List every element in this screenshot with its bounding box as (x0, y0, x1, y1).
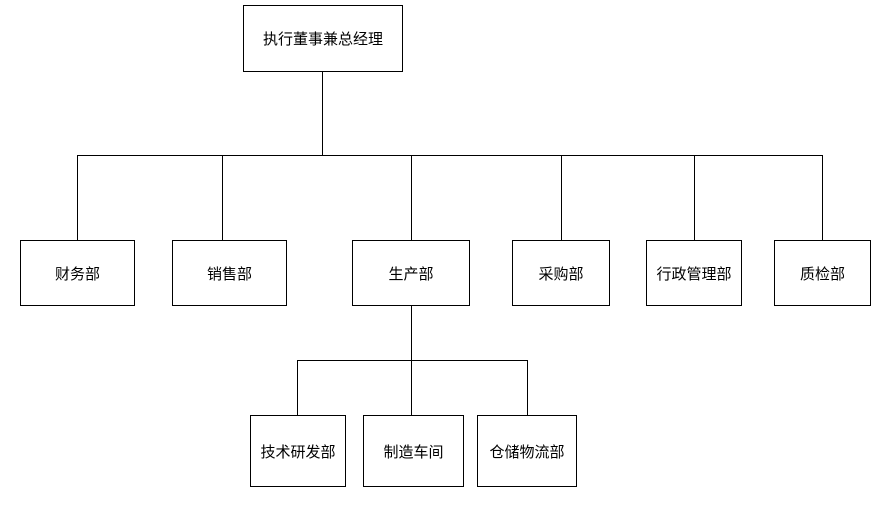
org-node-logistics-label: 仓储物流部 (489, 442, 565, 461)
org-node-quality: 质检部 (774, 240, 871, 306)
connector-drop-finance (77, 155, 78, 240)
org-node-admin-label: 行政管理部 (656, 264, 732, 283)
org-node-workshop-label: 制造车间 (383, 442, 444, 461)
org-node-sales: 销售部 (172, 240, 287, 306)
connector-drop-admin (694, 155, 695, 240)
connector-drop-logistics (527, 360, 528, 415)
org-node-admin: 行政管理部 (646, 240, 742, 306)
org-node-sales-label: 销售部 (206, 264, 252, 283)
connector-production-drop (411, 306, 412, 360)
org-node-purchasing: 采购部 (512, 240, 610, 306)
org-node-production: 生产部 (352, 240, 470, 306)
connector-drop-quality (822, 155, 823, 240)
org-node-root: 执行董事兼总经理 (243, 5, 403, 72)
org-node-logistics: 仓储物流部 (477, 415, 577, 487)
org-node-finance-label: 财务部 (54, 264, 100, 283)
connector-level2-bus (297, 360, 528, 361)
connector-level1-bus (77, 155, 823, 156)
org-node-finance: 财务部 (20, 240, 135, 306)
connector-drop-production (411, 155, 412, 240)
connector-drop-sales (222, 155, 223, 240)
org-node-purchasing-label: 采购部 (538, 264, 584, 283)
connector-root-drop (322, 72, 323, 155)
org-node-production-label: 生产部 (388, 264, 434, 283)
connector-drop-purchasing (561, 155, 562, 240)
org-node-root-label: 执行董事兼总经理 (262, 30, 383, 48)
org-node-quality-label: 质检部 (799, 264, 845, 283)
org-node-rnd-label: 技术研发部 (260, 442, 336, 461)
connector-drop-workshop (411, 360, 412, 415)
connector-drop-rnd (297, 360, 298, 415)
org-node-rnd: 技术研发部 (250, 415, 346, 487)
org-node-workshop: 制造车间 (363, 415, 464, 487)
